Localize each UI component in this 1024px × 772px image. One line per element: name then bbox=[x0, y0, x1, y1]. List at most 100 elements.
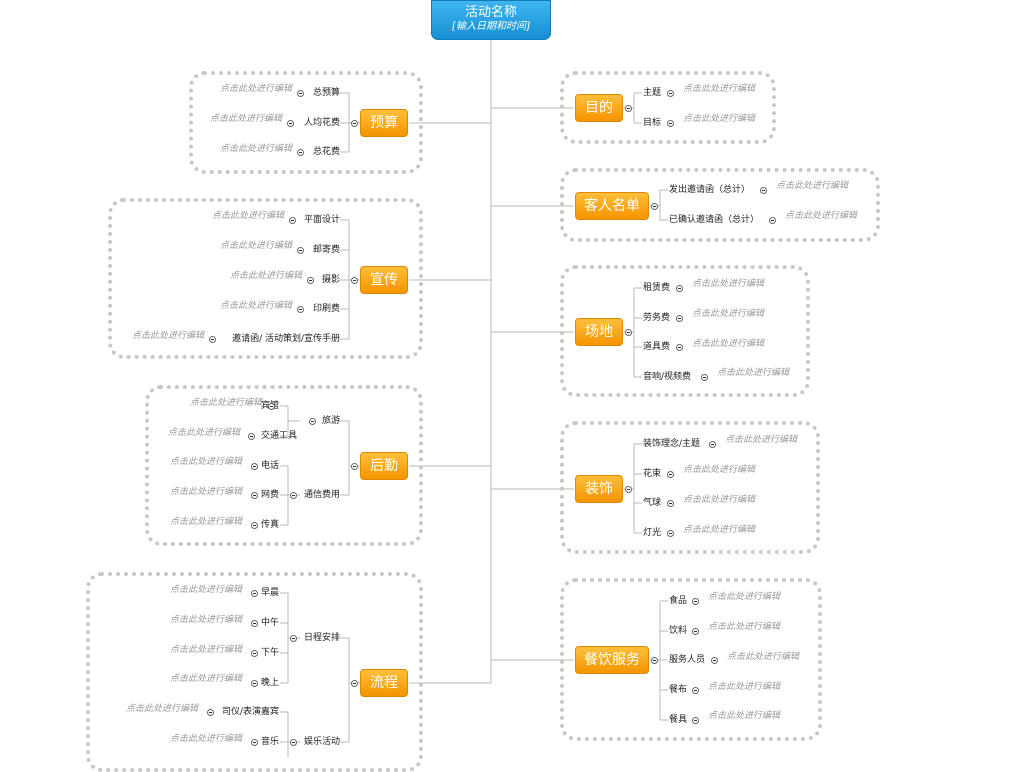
collapse-toggle-icon[interactable] bbox=[251, 590, 258, 597]
branch-guests[interactable]: 客人名单 bbox=[575, 192, 649, 220]
edit-placeholder[interactable]: 点击此处进行编辑 bbox=[219, 144, 292, 154]
topic-label[interactable]: 下午 bbox=[260, 648, 279, 658]
edit-placeholder[interactable]: 点击此处进行编辑 bbox=[725, 435, 798, 445]
collapse-toggle-icon[interactable] bbox=[290, 492, 297, 499]
edit-placeholder[interactable]: 点击此处进行编辑 bbox=[169, 734, 242, 744]
collapse-toggle-icon[interactable] bbox=[692, 598, 699, 605]
edit-placeholder[interactable]: 点击此处进行编辑 bbox=[169, 517, 242, 527]
edit-placeholder[interactable]: 点击此处进行编辑 bbox=[708, 711, 781, 721]
edit-placeholder[interactable]: 点击此处进行编辑 bbox=[131, 331, 204, 341]
collapse-toggle-icon[interactable] bbox=[760, 187, 767, 194]
collapse-toggle-icon[interactable] bbox=[290, 739, 297, 746]
topic-label[interactable]: 邮寄费 bbox=[312, 245, 340, 255]
topic-label[interactable]: 印刷费 bbox=[312, 304, 340, 314]
collapse-toggle-icon[interactable] bbox=[268, 403, 275, 410]
topic-label[interactable]: 道具费 bbox=[643, 342, 671, 352]
edit-placeholder[interactable]: 点击此处进行编辑 bbox=[229, 271, 302, 281]
collapse-toggle-icon[interactable] bbox=[667, 500, 674, 507]
collapse-toggle-icon[interactable] bbox=[351, 277, 358, 284]
topic-label[interactable]: 司仪/表演嘉宾 bbox=[221, 707, 279, 717]
collapse-toggle-icon[interactable] bbox=[676, 285, 683, 292]
branch-venue[interactable]: 场地 bbox=[575, 318, 623, 346]
collapse-toggle-icon[interactable] bbox=[287, 120, 294, 127]
collapse-toggle-icon[interactable] bbox=[251, 620, 258, 627]
edit-placeholder[interactable]: 点击此处进行编辑 bbox=[683, 84, 756, 94]
topic-label[interactable]: 总预算 bbox=[312, 88, 340, 98]
topic-label[interactable]: 邀请函/ 活动策划/宣传手册 bbox=[232, 334, 340, 344]
collapse-toggle-icon[interactable] bbox=[307, 277, 314, 284]
collapse-toggle-icon[interactable] bbox=[769, 217, 776, 224]
edit-placeholder[interactable]: 点击此处进行编辑 bbox=[683, 465, 756, 475]
central-topic[interactable]: 活动名称 [输入日期和时间] bbox=[431, 0, 551, 40]
collapse-toggle-icon[interactable] bbox=[709, 441, 716, 448]
branch-catering[interactable]: 餐饮服务 bbox=[575, 646, 649, 674]
edit-placeholder[interactable]: 点击此处进行编辑 bbox=[211, 211, 284, 221]
edit-placeholder[interactable]: 点击此处进行编辑 bbox=[717, 368, 790, 378]
topic-label[interactable]: 发出邀请函（总计） bbox=[669, 185, 751, 195]
branch-process[interactable]: 流程 bbox=[360, 669, 408, 697]
topic-label[interactable]: 餐布 bbox=[669, 685, 688, 695]
topic-label[interactable]: 通信费用 bbox=[303, 490, 340, 500]
edit-placeholder[interactable]: 点击此处进行编辑 bbox=[776, 181, 849, 191]
edit-placeholder[interactable]: 点击此处进行编辑 bbox=[708, 682, 781, 692]
topic-label[interactable]: 已确认邀请函（总计） bbox=[669, 215, 760, 225]
branch-logistics[interactable]: 后勤 bbox=[360, 452, 408, 480]
collapse-toggle-icon[interactable] bbox=[251, 522, 258, 529]
edit-placeholder[interactable]: 点击此处进行编辑 bbox=[692, 279, 765, 289]
topic-label[interactable]: 娱乐活动 bbox=[303, 737, 340, 747]
collapse-toggle-icon[interactable] bbox=[209, 336, 216, 343]
edit-placeholder[interactable]: 点击此处进行编辑 bbox=[169, 487, 242, 497]
collapse-toggle-icon[interactable] bbox=[692, 628, 699, 635]
collapse-toggle-icon[interactable] bbox=[297, 306, 304, 313]
topic-label[interactable]: 早晨 bbox=[260, 588, 279, 598]
topic-label[interactable]: 服务人员 bbox=[669, 655, 706, 665]
topic-label[interactable]: 目标 bbox=[643, 118, 662, 128]
edit-placeholder[interactable]: 点击此处进行编辑 bbox=[189, 398, 262, 408]
collapse-toggle-icon[interactable] bbox=[297, 149, 304, 156]
edit-placeholder[interactable]: 点击此处进行编辑 bbox=[683, 114, 756, 124]
collapse-toggle-icon[interactable] bbox=[676, 315, 683, 322]
edit-placeholder[interactable]: 点击此处进行编辑 bbox=[169, 615, 242, 625]
edit-placeholder[interactable]: 点击此处进行编辑 bbox=[708, 592, 781, 602]
topic-label[interactable]: 餐具 bbox=[669, 715, 688, 725]
collapse-toggle-icon[interactable] bbox=[692, 717, 699, 724]
collapse-toggle-icon[interactable] bbox=[297, 247, 304, 254]
collapse-toggle-icon[interactable] bbox=[667, 471, 674, 478]
collapse-toggle-icon[interactable] bbox=[207, 709, 214, 716]
topic-label[interactable]: 中午 bbox=[260, 618, 279, 628]
edit-placeholder[interactable]: 点击此处进行编辑 bbox=[125, 704, 198, 714]
collapse-toggle-icon[interactable] bbox=[248, 433, 255, 440]
collapse-toggle-icon[interactable] bbox=[651, 203, 658, 210]
collapse-toggle-icon[interactable] bbox=[251, 492, 258, 499]
topic-label[interactable]: 总花费 bbox=[312, 147, 340, 157]
topic-label[interactable]: 电话 bbox=[260, 461, 279, 471]
topic-label[interactable]: 晚上 bbox=[260, 678, 279, 688]
topic-label[interactable]: 饮料 bbox=[669, 626, 688, 636]
topic-label[interactable]: 灯光 bbox=[643, 528, 662, 538]
collapse-toggle-icon[interactable] bbox=[625, 486, 632, 493]
edit-placeholder[interactable]: 点击此处进行编辑 bbox=[169, 674, 242, 684]
topic-label[interactable]: 租赁费 bbox=[643, 283, 671, 293]
topic-label[interactable]: 网费 bbox=[260, 490, 279, 500]
edit-placeholder[interactable]: 点击此处进行编辑 bbox=[683, 495, 756, 505]
collapse-toggle-icon[interactable] bbox=[309, 418, 316, 425]
collapse-toggle-icon[interactable] bbox=[251, 680, 258, 687]
collapse-toggle-icon[interactable] bbox=[351, 680, 358, 687]
topic-label[interactable]: 装饰理念/主题 bbox=[643, 439, 701, 449]
collapse-toggle-icon[interactable] bbox=[692, 687, 699, 694]
collapse-toggle-icon[interactable] bbox=[667, 530, 674, 537]
edit-placeholder[interactable]: 点击此处进行编辑 bbox=[219, 84, 292, 94]
edit-placeholder[interactable]: 点击此处进行编辑 bbox=[219, 301, 292, 311]
edit-placeholder[interactable]: 点击此处进行编辑 bbox=[692, 309, 765, 319]
collapse-toggle-icon[interactable] bbox=[625, 105, 632, 112]
topic-label[interactable]: 传真 bbox=[260, 520, 279, 530]
collapse-toggle-icon[interactable] bbox=[351, 463, 358, 470]
collapse-toggle-icon[interactable] bbox=[290, 635, 297, 642]
edit-placeholder[interactable]: 点击此处进行编辑 bbox=[209, 114, 282, 124]
collapse-toggle-icon[interactable] bbox=[625, 329, 632, 336]
collapse-toggle-icon[interactable] bbox=[351, 120, 358, 127]
topic-label[interactable]: 食品 bbox=[669, 596, 688, 606]
topic-label[interactable]: 劳务费 bbox=[643, 313, 671, 323]
edit-placeholder[interactable]: 点击此处进行编辑 bbox=[692, 339, 765, 349]
topic-label[interactable]: 气球 bbox=[643, 498, 662, 508]
